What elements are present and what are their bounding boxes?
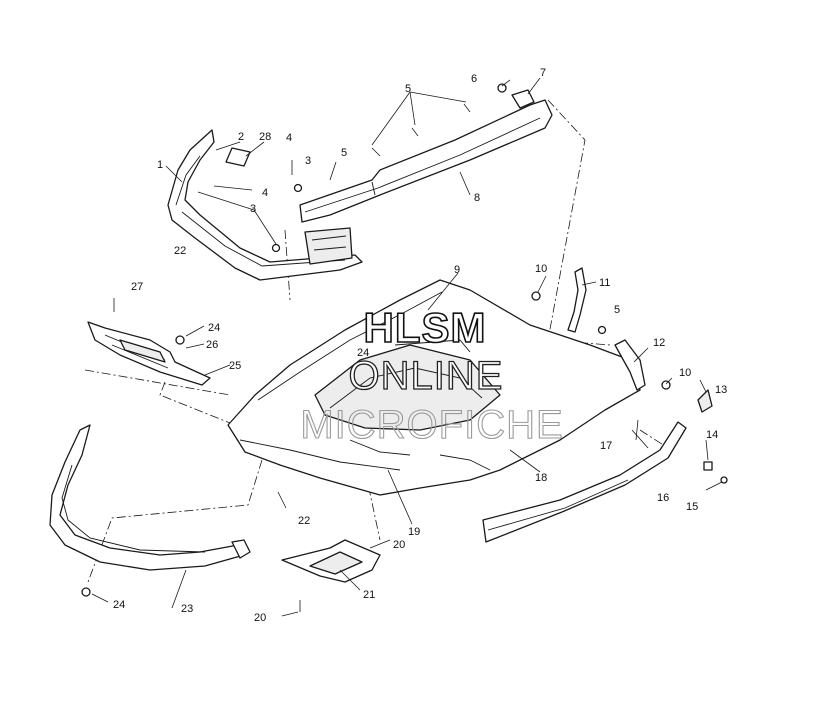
watermark: HLSM ONLINE MICROFICHE — [300, 303, 563, 447]
callout-24: 24 — [113, 599, 125, 611]
callout-22: 22 — [298, 515, 310, 527]
watermark-line-1: HLSM — [364, 304, 487, 351]
nut-icon — [81, 587, 91, 597]
callout-25: 25 — [229, 360, 241, 372]
lower-skid-plate — [87, 321, 211, 386]
hood-nose-pan — [227, 279, 641, 496]
callout-10: 10 — [679, 367, 691, 379]
lower-bracket — [281, 539, 381, 583]
callout-10: 10 — [535, 263, 547, 275]
fasteners — [81, 83, 728, 612]
callout-28: 28 — [259, 131, 271, 143]
callout-5: 5 — [341, 147, 347, 159]
callout-3: 3 — [250, 203, 256, 215]
callout-6: 6 — [471, 73, 477, 85]
callout-11: 11 — [599, 277, 610, 289]
callout-21: 21 — [363, 589, 375, 601]
callout-5: 5 — [614, 304, 620, 316]
callout-24: 24 — [357, 347, 369, 359]
callout-20: 20 — [254, 612, 266, 624]
watermark-line-2: ONLINE — [349, 354, 504, 398]
nut-icon — [271, 243, 281, 253]
callout-8: 8 — [474, 192, 480, 204]
nut-icon — [175, 335, 185, 345]
watermark-line-3: MICROFICHE — [300, 403, 563, 447]
callout-23: 23 — [181, 603, 193, 615]
right-bracket-parts — [567, 267, 713, 413]
callout-16: 16 — [657, 492, 669, 504]
washer-icon — [531, 291, 541, 301]
rivet-icon — [597, 325, 607, 335]
callout-14: 14 — [706, 429, 718, 441]
callout-17: 17 — [600, 440, 612, 452]
nut-icon — [293, 183, 303, 193]
callout-27: 27 — [131, 281, 143, 293]
front-bracket — [167, 129, 363, 281]
callout-19: 19 — [408, 526, 420, 538]
callout-24: 24 — [208, 322, 220, 334]
callout-labels: 1 2 28 4 3 5 4 3 22 5 6 7 8 9 10 11 5 12… — [113, 67, 727, 624]
callout-26: 26 — [206, 339, 218, 351]
washer-icon — [661, 380, 671, 390]
callout-22: 22 — [174, 245, 186, 257]
callout-5: 5 — [405, 83, 411, 95]
leader-lines — [91, 77, 723, 617]
bolt-icon — [703, 461, 713, 471]
callout-4: 4 — [262, 187, 268, 199]
callout-9: 9 — [454, 264, 460, 276]
trim-strip — [482, 421, 687, 543]
o-ring-icon — [720, 476, 728, 484]
callout-4: 4 — [286, 132, 292, 144]
nut-icon — [497, 83, 507, 93]
callout-15: 15 — [686, 501, 698, 513]
callout-20: 20 — [393, 539, 405, 551]
callout-2: 2 — [238, 131, 244, 143]
callout-3: 3 — [305, 155, 311, 167]
callout-13: 13 — [715, 384, 727, 396]
callout-18: 18 — [535, 472, 547, 484]
callout-1: 1 — [157, 159, 163, 171]
front-bumper-hoop — [49, 424, 251, 571]
callout-7: 7 — [540, 67, 546, 79]
upper-crossbar — [299, 89, 553, 223]
callout-12: 12 — [653, 337, 665, 349]
